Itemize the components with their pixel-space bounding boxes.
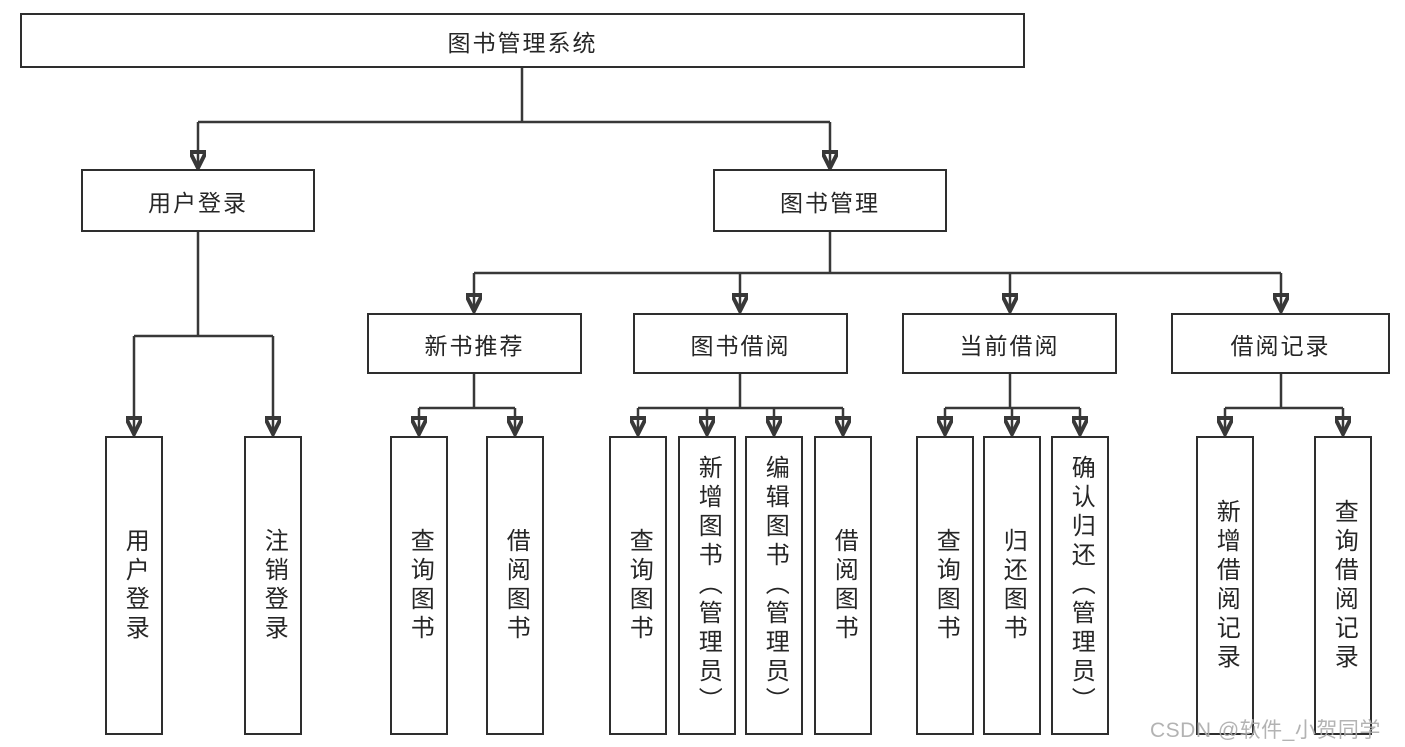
node-user-login: 用户登录 — [81, 169, 315, 232]
node-label: 借阅图书 — [502, 527, 530, 644]
node-borrowing-records: 借阅记录 — [1171, 313, 1390, 374]
leaf-borrow-borrow-books: 借阅图书 — [814, 436, 872, 735]
node-label: 查询图书 — [932, 527, 960, 644]
leaf-logout: 注销登录 — [244, 436, 302, 735]
node-book-borrowing: 图书借阅 — [633, 313, 848, 374]
node-label: 用户登录 — [121, 527, 149, 644]
node-label: 新增图书（管理员） — [694, 455, 722, 716]
leaf-recommend-borrow-books: 借阅图书 — [486, 436, 544, 735]
node-label: 确认归还（管理员） — [1067, 455, 1095, 716]
leaf-current-query-books: 查询图书 — [916, 436, 974, 735]
node-label: 归还图书 — [999, 527, 1027, 644]
node-label: 当前借阅 — [959, 332, 1060, 359]
node-label: 图书借阅 — [690, 332, 791, 359]
node-label: 编辑图书（管理员） — [761, 455, 789, 716]
node-label: 图书管理 — [780, 189, 880, 216]
node-label: 图书管理系统 — [447, 29, 598, 56]
leaf-borrow-query-books: 查询图书 — [609, 436, 667, 735]
node-label: 注销登录 — [260, 527, 288, 644]
leaf-current-confirm-return-admin: 确认归还（管理员） — [1051, 436, 1109, 735]
node-label: 新书推荐 — [424, 332, 525, 359]
node-label: 借阅记录 — [1230, 332, 1331, 359]
node-label: 查询图书 — [625, 527, 653, 644]
node-label: 查询图书 — [406, 527, 434, 644]
leaf-borrow-edit-books-admin: 编辑图书（管理员） — [745, 436, 803, 735]
node-new-book-recommendation: 新书推荐 — [367, 313, 582, 374]
leaf-records-query-record: 查询借阅记录 — [1314, 436, 1372, 735]
leaf-recommend-query-books: 查询图书 — [390, 436, 448, 735]
leaf-records-add-record: 新增借阅记录 — [1196, 436, 1254, 735]
node-book-management: 图书管理 — [713, 169, 947, 232]
node-label: 用户登录 — [148, 189, 248, 216]
node-label: 查询借阅记录 — [1330, 498, 1358, 673]
leaf-user-login: 用户登录 — [105, 436, 163, 735]
watermark: CSDN @软件_小贺同学 — [1150, 719, 1381, 742]
node-library-management-system: 图书管理系统 — [20, 13, 1025, 68]
leaf-borrow-add-books-admin: 新增图书（管理员） — [678, 436, 736, 735]
leaf-current-return-books: 归还图书 — [983, 436, 1041, 735]
node-label: 借阅图书 — [830, 527, 858, 644]
node-current-borrowing: 当前借阅 — [902, 313, 1117, 374]
node-label: 新增借阅记录 — [1212, 498, 1240, 673]
